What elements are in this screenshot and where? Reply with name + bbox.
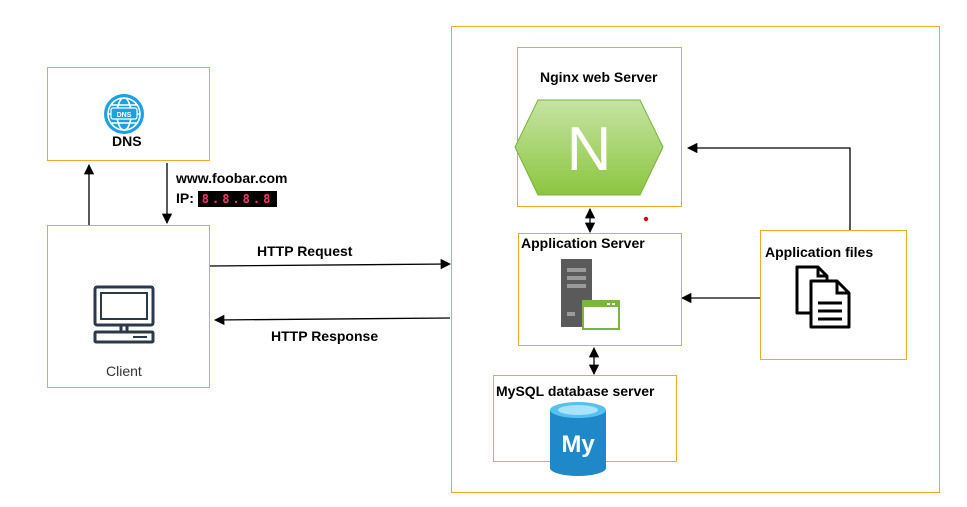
app-files-box[interactable] <box>760 230 907 360</box>
app-server-box[interactable] <box>518 233 682 346</box>
http-response-label: HTTP Response <box>271 328 379 344</box>
http-request-arrow <box>209 258 452 270</box>
nginx-hexagon-icon: N <box>514 99 664 196</box>
files-to-nginx-arrow <box>686 142 851 230</box>
nginx-box[interactable] <box>517 47 682 207</box>
dns-badge-text: DNS <box>117 112 132 119</box>
nginx-letter: N <box>567 115 612 184</box>
client-box[interactable] <box>47 225 210 388</box>
mysql-label: MySQL database server <box>496 383 655 399</box>
globe-dns-icon: DNS <box>104 94 144 134</box>
red-dot <box>643 216 649 222</box>
server-container <box>451 26 940 493</box>
domain-text: www.foobar.com <box>176 170 288 186</box>
client-label: Client <box>106 363 142 379</box>
dns-label: DNS <box>112 133 142 149</box>
ip-row: IP: 8.8.8.8 <box>176 190 278 207</box>
http-response-arrow <box>213 314 451 326</box>
dns-box[interactable] <box>47 67 210 161</box>
computer-monitor-icon <box>93 285 155 344</box>
documents-icon <box>795 265 851 329</box>
app-files-label: Application files <box>765 244 874 260</box>
mysql-database-icon: My <box>550 402 606 476</box>
http-request-label: HTTP Request <box>257 243 353 259</box>
ip-label: IP: <box>176 190 194 206</box>
ip-value: 8.8.8.8 <box>197 191 278 207</box>
server-window-icon <box>561 259 620 330</box>
app-server-label: Application Server <box>521 235 645 251</box>
mysql-badge: My <box>561 431 595 458</box>
nginx-label: Nginx web Server <box>540 69 658 85</box>
